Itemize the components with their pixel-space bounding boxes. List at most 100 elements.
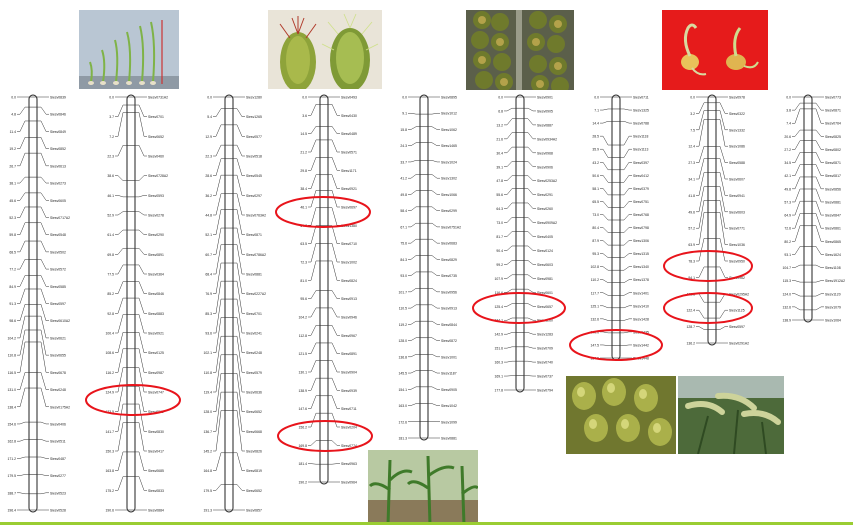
position-connector: [115, 282, 127, 294]
position-connector: [504, 189, 516, 195]
marker-position-label: 44.8: [205, 214, 212, 218]
position-connector: [115, 105, 127, 117]
marker-position-label: 27.2: [784, 148, 791, 152]
marker-name-label: Siesv0701: [148, 115, 164, 119]
position-connector: [504, 217, 516, 222]
marker-position-label: 52.3: [9, 216, 16, 220]
marker-position-label: 142.9: [495, 333, 504, 337]
position-connector: [17, 342, 29, 372]
marker-connector: [135, 195, 147, 197]
marker-position-label: 21.2: [300, 151, 307, 155]
marker-position-label: 65.5: [592, 200, 599, 204]
marker-connector: [812, 246, 824, 254]
marker-connector: [37, 289, 49, 304]
marker-position-label: 6.8: [498, 109, 503, 113]
marker-position-label: 58.4: [400, 209, 407, 213]
position-connector: [504, 232, 516, 237]
marker-name-label: Siesv0978: [729, 96, 745, 100]
marker-position-label: 191.3: [204, 509, 213, 513]
position-connector: [17, 289, 29, 304]
position-connector: [115, 248, 127, 254]
position-connector: [213, 175, 225, 195]
marker-name-label: Siesv1428: [633, 317, 649, 321]
marker-name-label: Siesv0603: [729, 210, 745, 214]
marker-name-label: Siesv0621: [50, 336, 66, 340]
marker-name-label: Siesv0788: [633, 122, 649, 126]
marker-name-label: Siesv1410: [633, 304, 649, 308]
position-connector: [213, 145, 225, 156]
position-connector: [308, 261, 320, 280]
position-connector: [308, 175, 320, 189]
marker-connector: [135, 386, 147, 411]
marker-position-label: 181.3: [399, 437, 408, 441]
position-connector: [115, 368, 127, 392]
marker-position-label: 0.0: [11, 96, 16, 100]
marker-position-label: 7.4: [786, 122, 791, 126]
marker-name-label: Siesv0871: [246, 233, 262, 237]
position-connector: [213, 336, 225, 372]
marker-position-label: 104.2: [299, 316, 308, 320]
marker-position-label: 147.6: [299, 407, 308, 411]
marker-name-label: Siesv0987: [148, 371, 164, 375]
marker-position-label: 147.5: [591, 343, 600, 347]
marker-connector: [37, 388, 49, 407]
marker-name-label: Siesv0701: [246, 312, 262, 316]
marker-name-label: Siesv0946: [341, 316, 357, 320]
marker-name-label: Siesv0913: [341, 297, 357, 301]
marker-name-label: Siesv0891: [148, 253, 164, 257]
marker-position-label: 196.4: [8, 509, 17, 513]
marker-connector: [428, 127, 440, 130]
position-connector: [213, 125, 225, 136]
marker-name-label: Siesv0607: [729, 178, 745, 182]
marker-position-label: 138.4: [8, 405, 17, 409]
marker-connector: [716, 327, 728, 330]
marker-connector: [524, 119, 536, 125]
marker-name-label: Siesv0740: [537, 361, 553, 365]
marker-name-label: Siesv0597: [729, 325, 745, 329]
marker-position-label: 73.0: [496, 221, 503, 225]
position-connector: [408, 127, 420, 130]
marker-name-label: Siesv0593: [148, 194, 164, 198]
marker-connector: [620, 345, 632, 346]
marker-connector: [37, 241, 49, 252]
marker-name-label: Siesv1108: [825, 266, 841, 270]
position-connector: [408, 239, 420, 243]
marker-connector: [812, 265, 824, 267]
position-connector: [213, 209, 225, 234]
position-connector: [308, 208, 320, 226]
position-connector: [696, 267, 708, 277]
position-connector: [115, 332, 127, 352]
marker-name-label: Siesv0405: [537, 235, 553, 239]
marker-name-label: Siesv0511: [50, 440, 66, 444]
marker-name-label: Siesv1465: [441, 144, 457, 148]
marker-connector: [428, 191, 440, 195]
marker-name-label: Siesv0430: [341, 114, 357, 118]
marker-connector: [620, 293, 632, 296]
marker-position-label: 7.2: [109, 135, 114, 139]
marker-position-label: 84.3: [400, 258, 407, 262]
marker-name-label: Siesv0817: [825, 174, 841, 178]
position-connector: [600, 201, 612, 207]
marker-position-label: 141.7: [106, 430, 115, 434]
position-connector: [600, 149, 612, 157]
marker-position-label: 5.4: [207, 115, 212, 119]
position-connector: [696, 187, 708, 212]
marker-name-label: Siesv0968: [537, 151, 553, 155]
marker-connector: [135, 368, 147, 392]
marker-connector: [428, 371, 440, 373]
marker-name-label: Siesv0846: [50, 113, 66, 117]
marker-position-label: 28.6: [205, 174, 212, 178]
marker-position-label: 169.8: [299, 444, 308, 448]
marker-connector: [37, 493, 49, 494]
marker-connector: [135, 105, 147, 117]
position-connector: [792, 307, 804, 310]
position-connector: [504, 361, 516, 362]
photo-maize-field: [368, 450, 478, 525]
marker-position-label: 36.2: [205, 194, 212, 198]
position-connector: [504, 133, 516, 139]
photo-field-panicles: [678, 376, 784, 454]
marker-position-label: 52.1: [205, 233, 212, 237]
marker-name-label: Siesv0227A2: [246, 292, 266, 296]
position-connector: [696, 159, 708, 179]
marker-name-label: Siesv0964: [341, 481, 357, 485]
